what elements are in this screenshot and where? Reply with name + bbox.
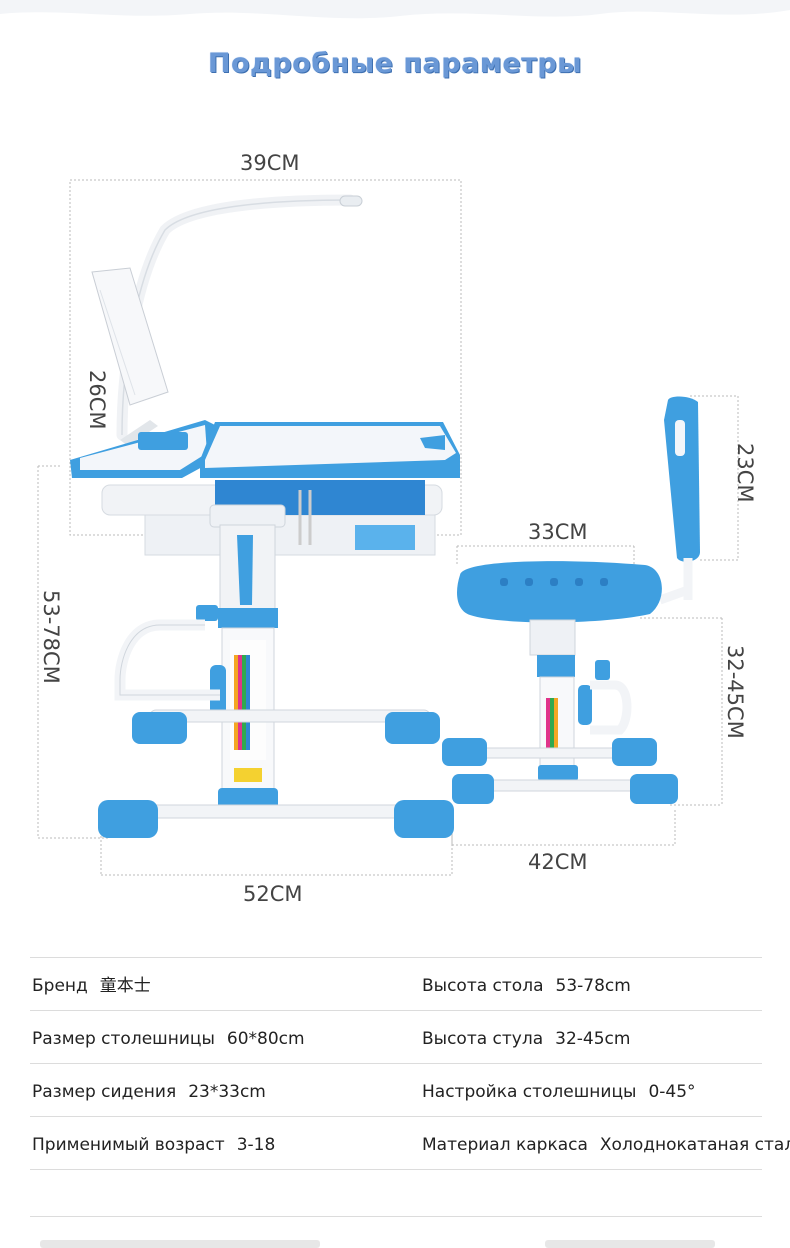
desk-illustration (70, 194, 460, 838)
book-stand-height-label: 26CM (85, 370, 109, 430)
spec-value: 23*33cm (188, 1082, 266, 1102)
spec-table: Бренд 童本士 Высота стола 53-78cm Размер стол… (30, 957, 790, 1170)
spec-label: Материал каркаса (422, 1135, 588, 1155)
spec-value: 60*80cm (226, 1029, 305, 1049)
spec-label: Применимый возраст (32, 1135, 225, 1155)
spec-value: 0-45° (648, 1082, 696, 1102)
spec-row: Размер сидения 23*33cm Настройка столешни… (30, 1063, 762, 1116)
spec-label: Размер столешницы (32, 1029, 215, 1049)
chair-illustration (442, 396, 700, 804)
desk-width-label: 39CM (240, 151, 300, 175)
spec-row: Применимый возраст 3-18 Материал каркаса Х… (30, 1116, 790, 1170)
spec-value: 32-45cm (555, 1029, 631, 1049)
spec-label: Размер сидения (32, 1082, 177, 1102)
spec-row: Размер столешницы 60*80cm Высота стула 32-… (30, 1010, 762, 1063)
spec-value: Холоднокатаная сталь (599, 1135, 790, 1155)
spec-row: Бренд 童本士 Высота стола 53-78cm (30, 957, 762, 1010)
product-dimension-diagram: 39CM 26CM 53-78CM 52CM 33CM 23CM 32-45CM… (37, 151, 757, 906)
page-title: Подробные параметры (207, 48, 583, 79)
footer-divider (30, 1216, 762, 1217)
spec-label: Бренд (32, 976, 88, 996)
spec-label: Высота стула (422, 1029, 544, 1049)
backrest-height-label: 23CM (733, 443, 757, 503)
desk-height-label: 53-78CM (39, 590, 63, 684)
chair-height-label: 32-45CM (723, 645, 747, 739)
seat-width-label: 33CM (528, 520, 588, 544)
spec-label: Настройка столешницы (422, 1082, 637, 1102)
top-wave-decoration (0, 0, 790, 19)
desk-base-width-label: 52CM (243, 882, 303, 906)
spec-value: 童本士 (99, 976, 151, 996)
spec-label: Высота стола (422, 976, 544, 996)
spec-value: 53-78cm (555, 976, 631, 996)
chair-base-width-label: 42CM (528, 850, 588, 874)
spec-value: 3-18 (236, 1135, 276, 1155)
cropped-text-strip (545, 1240, 715, 1248)
cropped-text-strip (40, 1240, 320, 1248)
